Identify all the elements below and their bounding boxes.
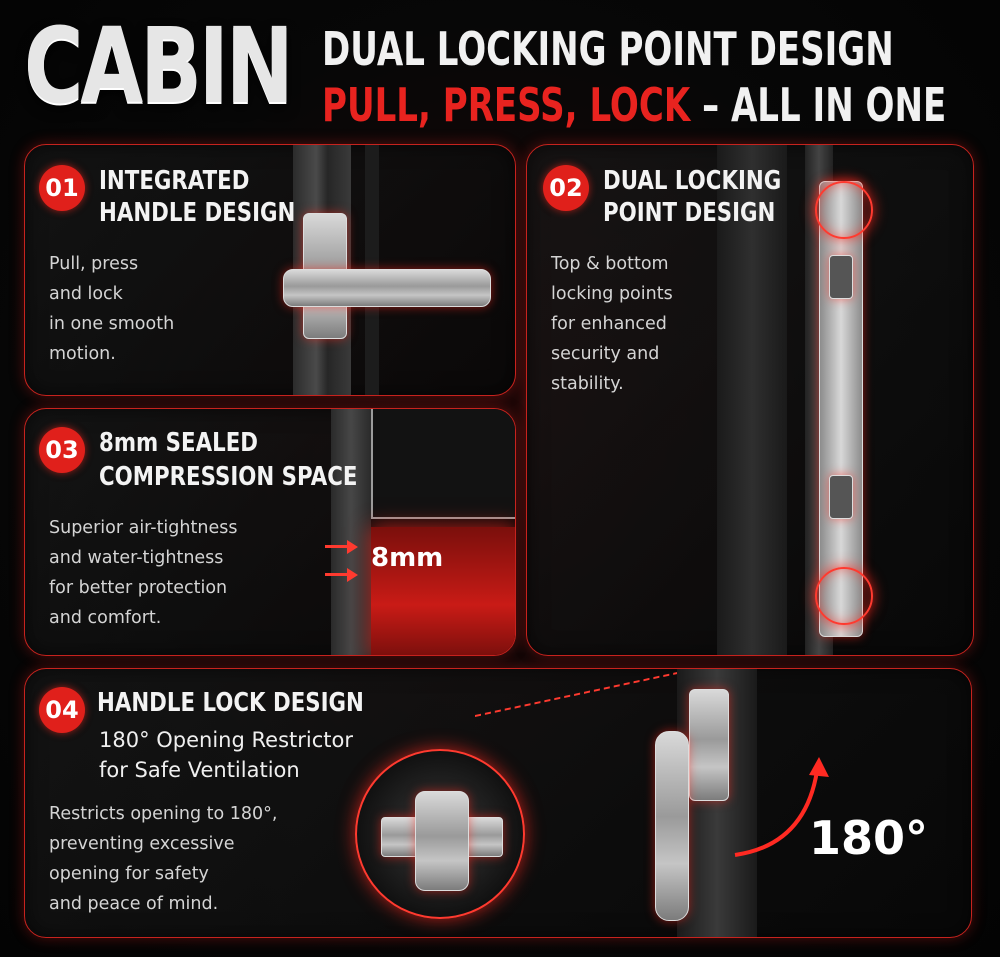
- panel-title-line: POINT DESIGN: [603, 198, 776, 228]
- lock-point-icon: [829, 255, 853, 299]
- headline-secondary: PULL, PRESS, LOCK – ALL IN ONE: [322, 78, 946, 132]
- panel-description-line: Pull, press: [49, 254, 139, 274]
- panel-description-line: in one smooth: [49, 314, 175, 334]
- lock-point-icon: [829, 475, 853, 519]
- top-locking-point-highlight: [815, 181, 873, 239]
- door-frame-image: [717, 145, 787, 655]
- panel-subtitle-line: 180° Opening Restrictor: [99, 728, 353, 752]
- step-number-badge: 01: [39, 165, 85, 211]
- panel-sealed-compression: 8mm 03 8mm SEALED COMPRESSION SPACE Supe…: [24, 408, 516, 656]
- gap-arrow-icon: [347, 568, 358, 582]
- panel-description-line: opening for safety: [49, 864, 209, 884]
- bottom-locking-point-highlight: [815, 567, 873, 625]
- panel-description-line: and comfort.: [49, 608, 162, 628]
- panel-title-line: DUAL LOCKING: [603, 166, 782, 196]
- gap-arrow-line: [325, 573, 347, 576]
- headline-rest: – ALL IN ONE: [690, 78, 947, 132]
- gap-arrow-icon: [347, 540, 358, 554]
- seal-gap-icon: [371, 527, 515, 655]
- panel-handle-lock: 180° 04 HANDLE LOCK DESIGN 180° Opening …: [24, 668, 972, 938]
- panel-description-line: security and: [551, 344, 660, 364]
- step-number-badge: 02: [543, 165, 589, 211]
- panel-title-line: HANDLE DESIGN: [99, 198, 296, 228]
- frame-profile-section: [371, 409, 515, 519]
- panel-description-line: stability.: [551, 374, 624, 394]
- panel-description-line: locking points: [551, 284, 673, 304]
- panel-description-line: Superior air-tightness: [49, 518, 238, 538]
- angle-callout: 180°: [809, 811, 929, 865]
- panel-description-line: and water-tightness: [49, 548, 224, 568]
- headline-primary: DUAL LOCKING POINT DESIGN: [322, 22, 894, 76]
- gap-callout: 8mm: [371, 543, 444, 573]
- panel-description-line: for better protection: [49, 578, 228, 598]
- step-number-badge: 03: [39, 427, 85, 473]
- restrictor-detail-circle: [355, 749, 525, 919]
- restrictor-handle: [415, 791, 469, 891]
- panel-description-line: motion.: [49, 344, 116, 364]
- panel-dual-locking: 02 DUAL LOCKING POINT DESIGN Top & botto…: [526, 144, 974, 656]
- handle-lever: [283, 269, 491, 307]
- panel-description-line: Top & bottom: [551, 254, 669, 274]
- brand-logo: CABIN: [24, 5, 294, 127]
- gap-arrow-line: [325, 545, 347, 548]
- panel-subtitle-line: for Safe Ventilation: [99, 758, 300, 782]
- panel-title-line: HANDLE LOCK DESIGN: [97, 688, 364, 718]
- step-number-badge: 04: [39, 687, 85, 733]
- panel-description-line: preventing excessive: [49, 834, 235, 854]
- panel-title-line: INTEGRATED: [99, 166, 250, 196]
- panel-description-line: for enhanced: [551, 314, 667, 334]
- panel-integrated-handle: 01 INTEGRATED HANDLE DESIGN Pull, press …: [24, 144, 516, 396]
- headline-red: PULL, PRESS, LOCK: [322, 78, 691, 132]
- window-handle: [655, 731, 689, 921]
- panel-description-line: and peace of mind.: [49, 894, 219, 914]
- handle-base: [689, 689, 729, 801]
- rotation-arrow-icon: [734, 757, 829, 857]
- panel-description-line: and lock: [49, 284, 123, 304]
- panel-title-line: 8mm SEALED: [99, 428, 258, 458]
- panel-description-line: Restricts opening to 180°,: [49, 804, 278, 824]
- frame-section-image: [331, 409, 371, 655]
- panel-title-line: COMPRESSION SPACE: [99, 462, 358, 492]
